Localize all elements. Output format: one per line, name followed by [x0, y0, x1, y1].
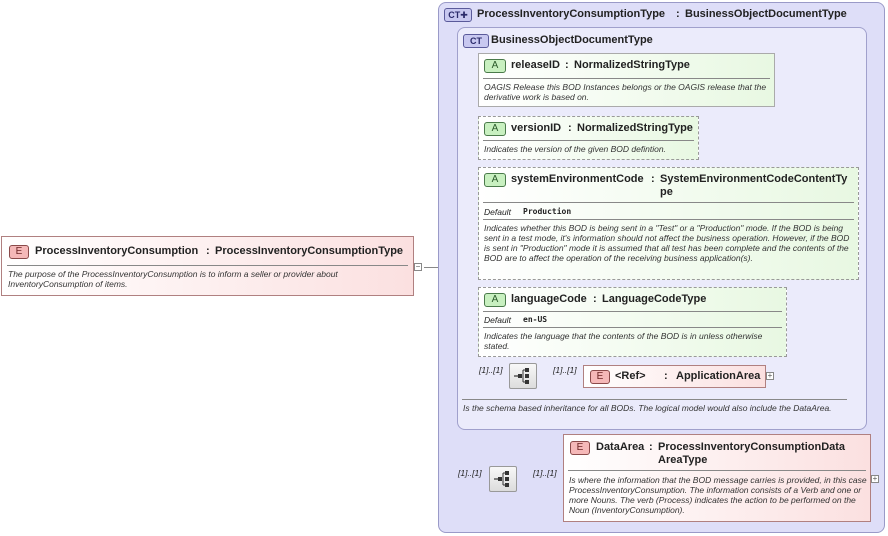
default-label: Default — [484, 207, 511, 217]
attribute-description: Indicates the version of the given BOD d… — [484, 144, 666, 154]
attribute-type: LanguageCodeType — [602, 293, 707, 305]
default-value: Production — [523, 207, 572, 216]
attribute-badge: A — [484, 173, 506, 187]
ref-type: ApplicationArea — [676, 370, 761, 382]
default-label: Default — [484, 315, 511, 325]
base-type-separator — [462, 399, 847, 400]
default-value: en-US — [523, 315, 548, 324]
data-area-type-line1: ProcessInventoryConsumptionData — [658, 441, 846, 453]
attribute-description: Indicates the language that the contents… — [484, 331, 763, 351]
occurrence-right: [1]..[1] — [533, 468, 557, 478]
root-description: The purpose of the ProcessInventoryConsu… — [8, 269, 338, 289]
attribute-separator — [483, 311, 782, 312]
attribute-name: languageCode — [511, 293, 587, 305]
occurrence-right: [1]..[1] — [553, 365, 577, 375]
attribute-separator — [483, 202, 854, 203]
attribute-badge: A — [484, 293, 506, 307]
data-area-name: DataArea — [596, 441, 645, 453]
root-element-sep: : — [206, 245, 210, 257]
attribute-description: Indicates whether this BOD is being sent… — [484, 223, 850, 263]
root-separator — [7, 265, 408, 266]
complex-type-sep: : — [676, 8, 680, 20]
attribute-sep: : — [568, 122, 572, 134]
base-type-name: BusinessObjectDocumentType — [491, 34, 653, 46]
element-badge: E — [590, 370, 610, 384]
base-type-badge: CT — [463, 34, 489, 48]
attribute-separator — [483, 219, 854, 220]
root-element-box[interactable]: E ProcessInventoryConsumption : ProcessI… — [1, 236, 414, 296]
attribute-sep: : — [651, 173, 655, 185]
attribute-type: NormalizedStringType — [577, 122, 693, 134]
data-area-element[interactable]: E DataArea : ProcessInventoryConsumption… — [563, 434, 871, 522]
data-area-separator — [568, 470, 866, 471]
attribute-badge: A — [484, 122, 506, 136]
ref-sep: : — [664, 370, 668, 382]
data-area-type-line2: AreaType — [658, 454, 708, 466]
attribute-separator — [483, 78, 770, 79]
attribute-description: OAGIS Release this BOD Instances belongs… — [484, 82, 767, 102]
complex-type-base: BusinessObjectDocumentType — [685, 8, 847, 20]
occurrence-left: [1]..[1] — [458, 468, 482, 478]
ref-name: <Ref> — [615, 370, 646, 382]
attribute-sep: : — [593, 293, 597, 305]
complex-type-name: ProcessInventoryConsumptionType — [477, 8, 666, 20]
attribute-system-environment-code[interactable]: A systemEnvironmentCode : SystemEnvironm… — [478, 167, 859, 280]
data-area-description: Is where the information that the BOD me… — [569, 475, 867, 515]
complex-type-badge: CT✚ — [444, 8, 472, 22]
attribute-badge: A — [484, 59, 506, 73]
element-badge: E — [9, 245, 29, 259]
attribute-separator — [483, 327, 782, 328]
attribute-name: versionID — [511, 122, 562, 134]
attribute-type: NormalizedStringType — [574, 59, 690, 71]
collapse-minus-icon[interactable]: − — [414, 262, 422, 271]
occurrence-left: [1]..[1] — [479, 365, 503, 375]
data-area-sep: : — [649, 441, 653, 453]
attribute-release-id[interactable]: A releaseID : NormalizedStringType OAGIS… — [478, 53, 775, 107]
attribute-separator — [483, 140, 694, 141]
sequence-icon[interactable] — [509, 363, 537, 389]
root-element-name: ProcessInventoryConsumption — [35, 245, 199, 257]
expand-plus-icon[interactable]: + — [766, 371, 774, 380]
attribute-type-line2: pe — [660, 186, 673, 198]
attribute-sep: : — [565, 59, 569, 71]
base-type-description: Is the schema based inheritance for all … — [463, 403, 832, 413]
expand-plus-icon[interactable]: + — [871, 474, 879, 483]
element-badge: E — [570, 441, 590, 455]
attribute-name: systemEnvironmentCode — [511, 173, 644, 185]
attribute-language-code[interactable]: A languageCode : LanguageCodeType Defaul… — [478, 287, 787, 357]
attribute-type-line1: SystemEnvironmentCodeContentTy — [660, 173, 848, 185]
attribute-name: releaseID — [511, 59, 560, 71]
attribute-version-id[interactable]: A versionID : NormalizedStringType Indic… — [478, 116, 699, 160]
sequence-icon[interactable] — [489, 466, 517, 492]
root-element-type: ProcessInventoryConsumptionType — [215, 245, 404, 257]
application-area-ref[interactable]: E <Ref> : ApplicationArea — [583, 365, 766, 388]
